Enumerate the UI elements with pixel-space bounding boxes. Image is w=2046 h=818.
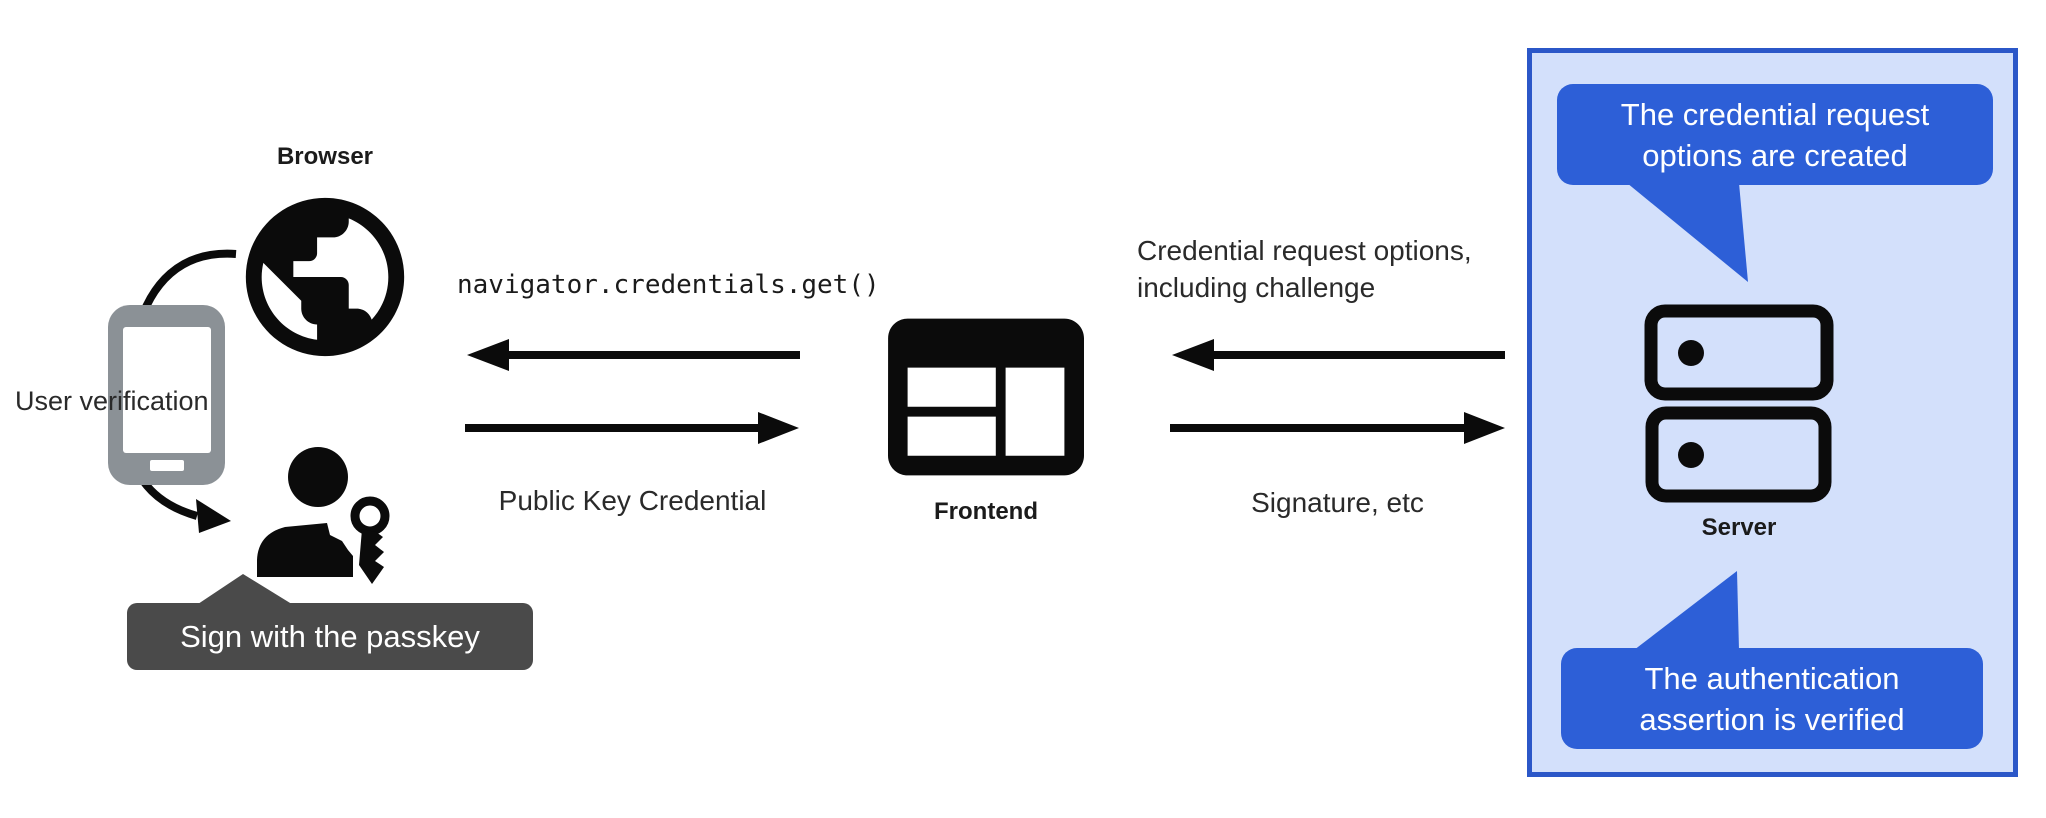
arrow-frontend-to-server xyxy=(1170,412,1505,444)
passkey-tooltip-text: Sign with the passkey xyxy=(180,618,480,654)
person-with-key-icon xyxy=(257,447,390,584)
key-icon xyxy=(350,496,390,584)
server-label: Server xyxy=(1701,514,1777,541)
bottom-speech-bubble: The authentication assertion is verified xyxy=(1561,648,1983,749)
top-speech-bubble-line1: The credential request xyxy=(1620,96,1930,132)
browser-window-icon xyxy=(888,318,1084,476)
signature-label: Signature, etc xyxy=(1251,487,1424,518)
arrow-browser-to-frontend xyxy=(465,412,799,444)
public-key-credential-label: Public Key Credential xyxy=(498,485,767,516)
credential-request-options-line2: including challenge xyxy=(1137,272,1376,303)
bottom-speech-bubble-line2: assertion is verified xyxy=(1639,701,1905,737)
top-speech-bubble: The credential request options are creat… xyxy=(1557,84,1993,185)
globe-icon xyxy=(245,197,405,357)
arrow-server-to-frontend xyxy=(1172,339,1505,371)
browser-label: Browser xyxy=(276,143,374,170)
bottom-speech-bubble-line1: The authentication xyxy=(1644,660,1900,696)
credential-request-options-line1: Credential request options, xyxy=(1137,235,1472,266)
arrow-frontend-to-browser xyxy=(467,339,800,371)
person-icon xyxy=(257,447,353,577)
frontend-label: Frontend xyxy=(934,498,1038,525)
server-stack-icon xyxy=(1644,304,1834,503)
passkey-tooltip: Sign with the passkey xyxy=(127,603,533,670)
user-verification-label: User verification xyxy=(15,386,209,416)
credential-request-options-label: Credential request options, including ch… xyxy=(1137,232,1472,306)
api-call-label: navigator.credentials.get() xyxy=(457,270,880,300)
top-speech-bubble-line2: options are created xyxy=(1642,137,1908,173)
